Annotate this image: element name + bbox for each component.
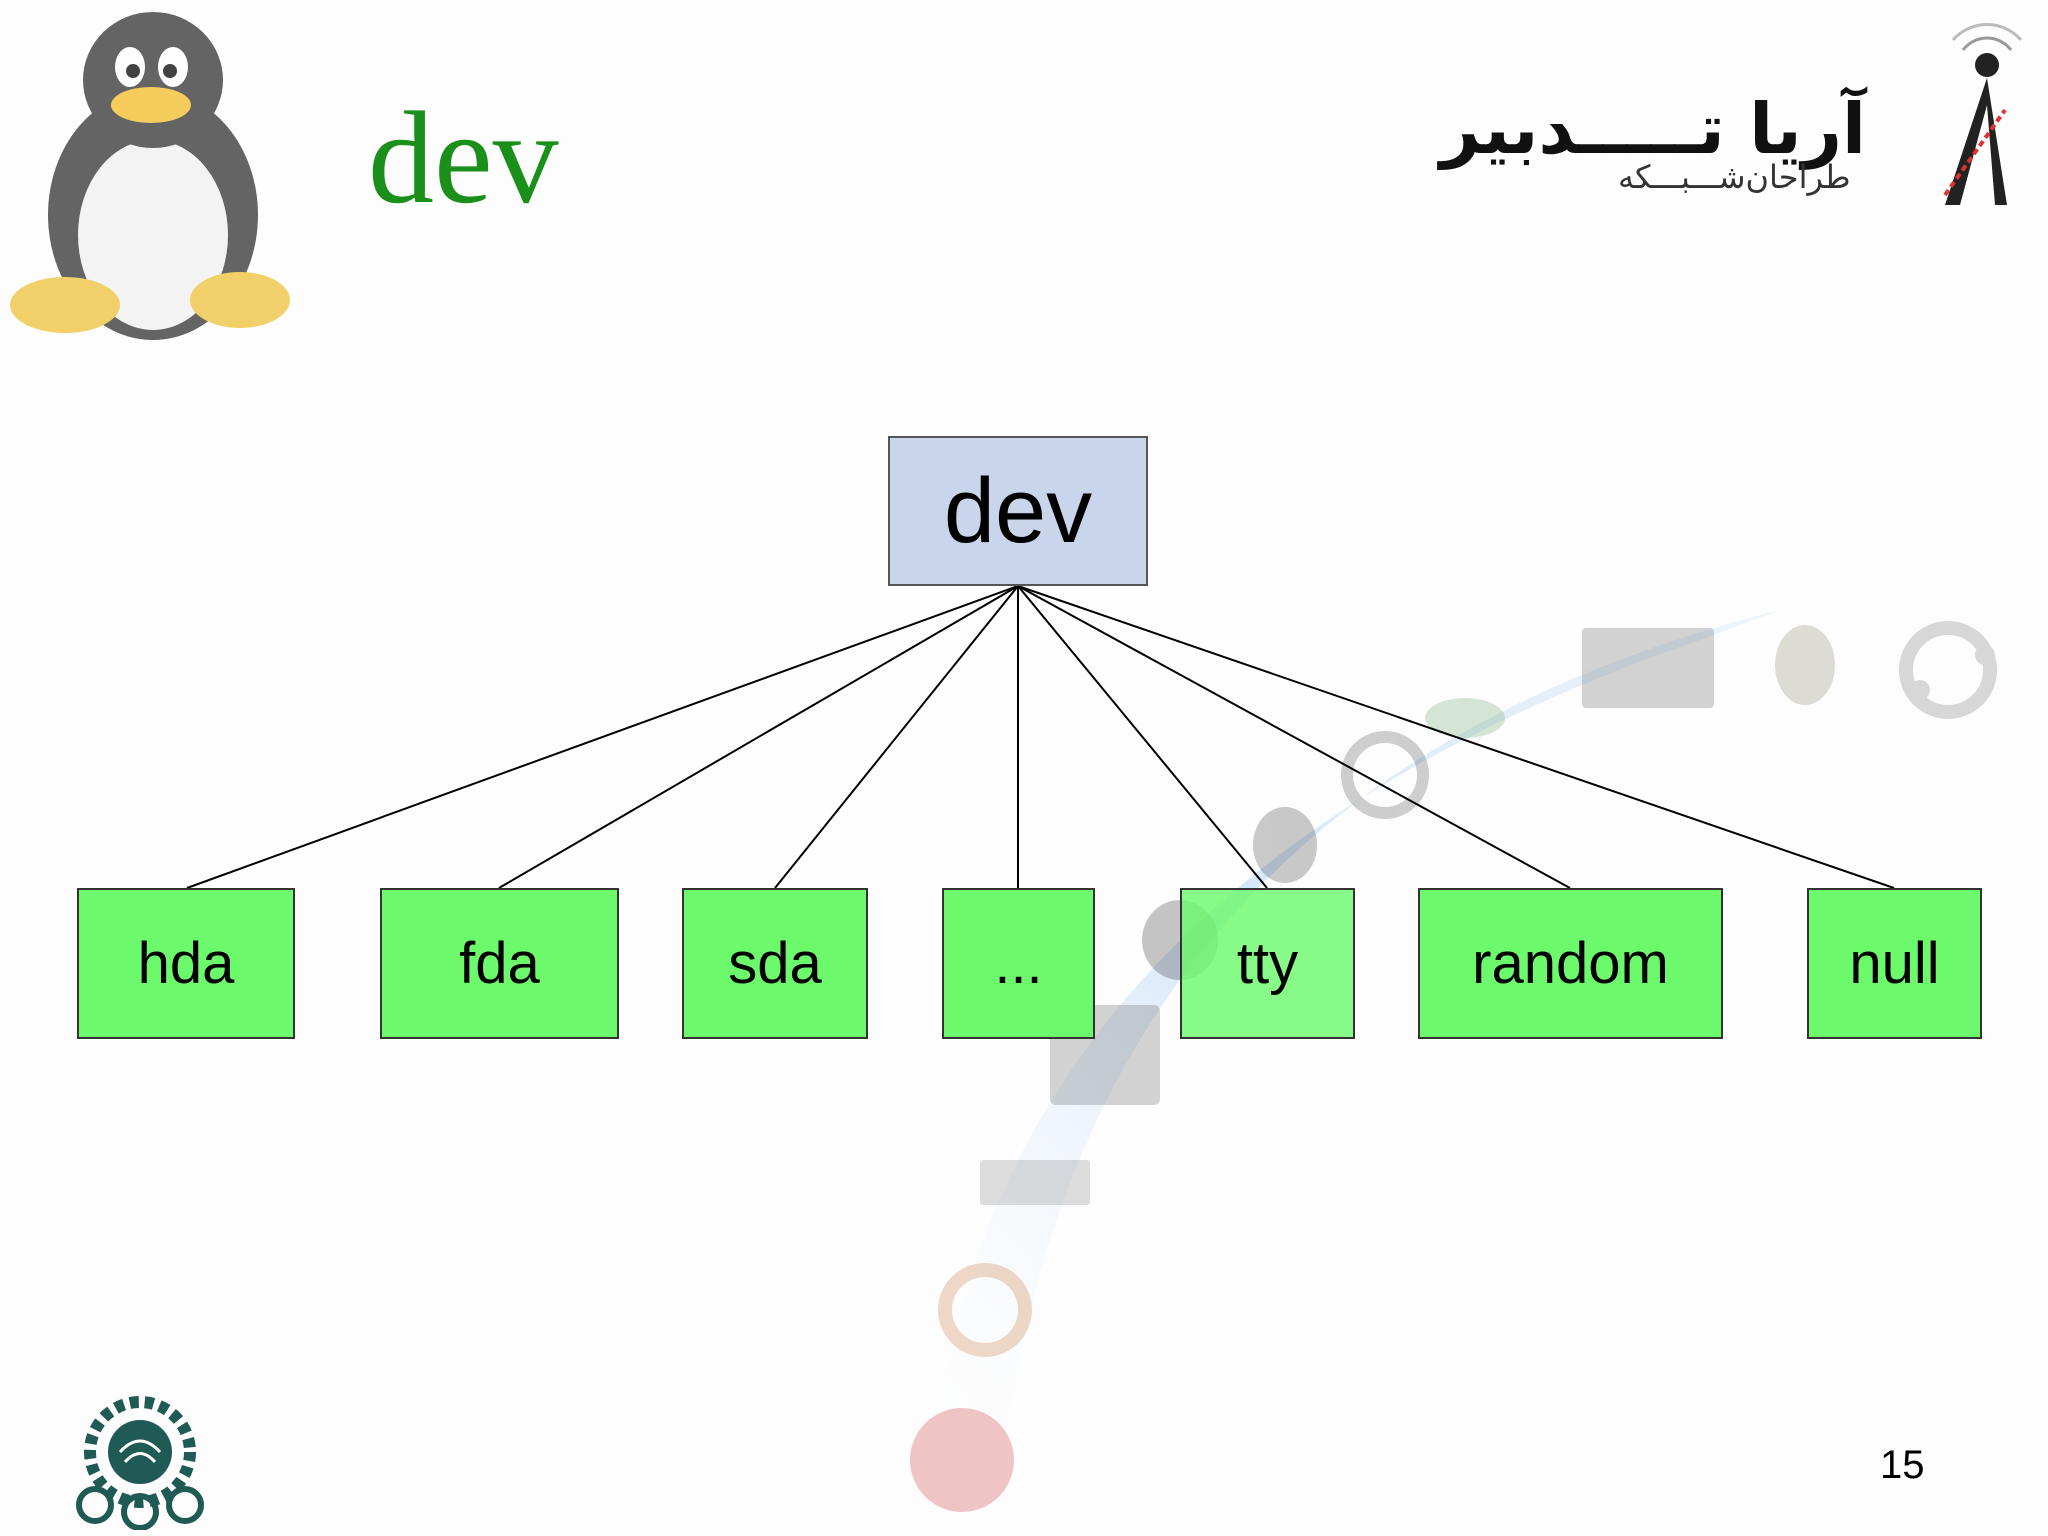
background-arc [930,610,1780,1500]
tux-penguin-icon [10,12,290,340]
node-label: random [1472,931,1669,996]
root-node: dev [888,436,1148,586]
node-tty: tty [1180,888,1355,1039]
page-title: dev [368,84,559,231]
company-logo-icon [1943,22,2023,205]
connector-sda [774,585,1019,889]
connector-random [1017,585,1571,889]
node-label: sda [728,931,822,996]
page-number: 15 [1880,1443,1925,1487]
node-sda: sda [682,888,868,1039]
company-tagline: طراحان‌شـــبـــکه [1618,158,1851,196]
penguin-small-icon [1253,807,1317,883]
debian-logo-icon [1341,731,1429,819]
node-null: null [1807,888,1982,1039]
ubuntu-logo-icon [1899,621,1997,719]
node-random: random [1418,888,1723,1039]
university-seal-icon [76,1396,204,1530]
node-label: tty [1236,931,1299,996]
root-node-label: dev [943,459,1093,562]
node-hda: hda [77,888,295,1039]
connector-hda [186,585,1019,889]
source-mage-logo [1582,628,1714,708]
connector-tty [1017,585,1268,889]
node-ellipsis: ... [942,888,1095,1039]
node-label: null [1849,931,1940,996]
opensuse-logo-icon [1425,698,1505,738]
mandriva-logo [980,1160,1090,1205]
node-label: fda [459,931,540,996]
node-fda: fda [380,888,619,1039]
node-label: ... [994,931,1043,996]
company-name: آریا تـــــدبیر [1440,88,1866,170]
connector-null [1017,585,1895,889]
ubuntu-orange-icon [938,1263,1032,1357]
penguin-logo-icon [1775,625,1835,705]
node-label: hda [137,931,235,996]
connector-fda [498,585,1019,889]
redhat-logo-icon [910,1408,1014,1512]
